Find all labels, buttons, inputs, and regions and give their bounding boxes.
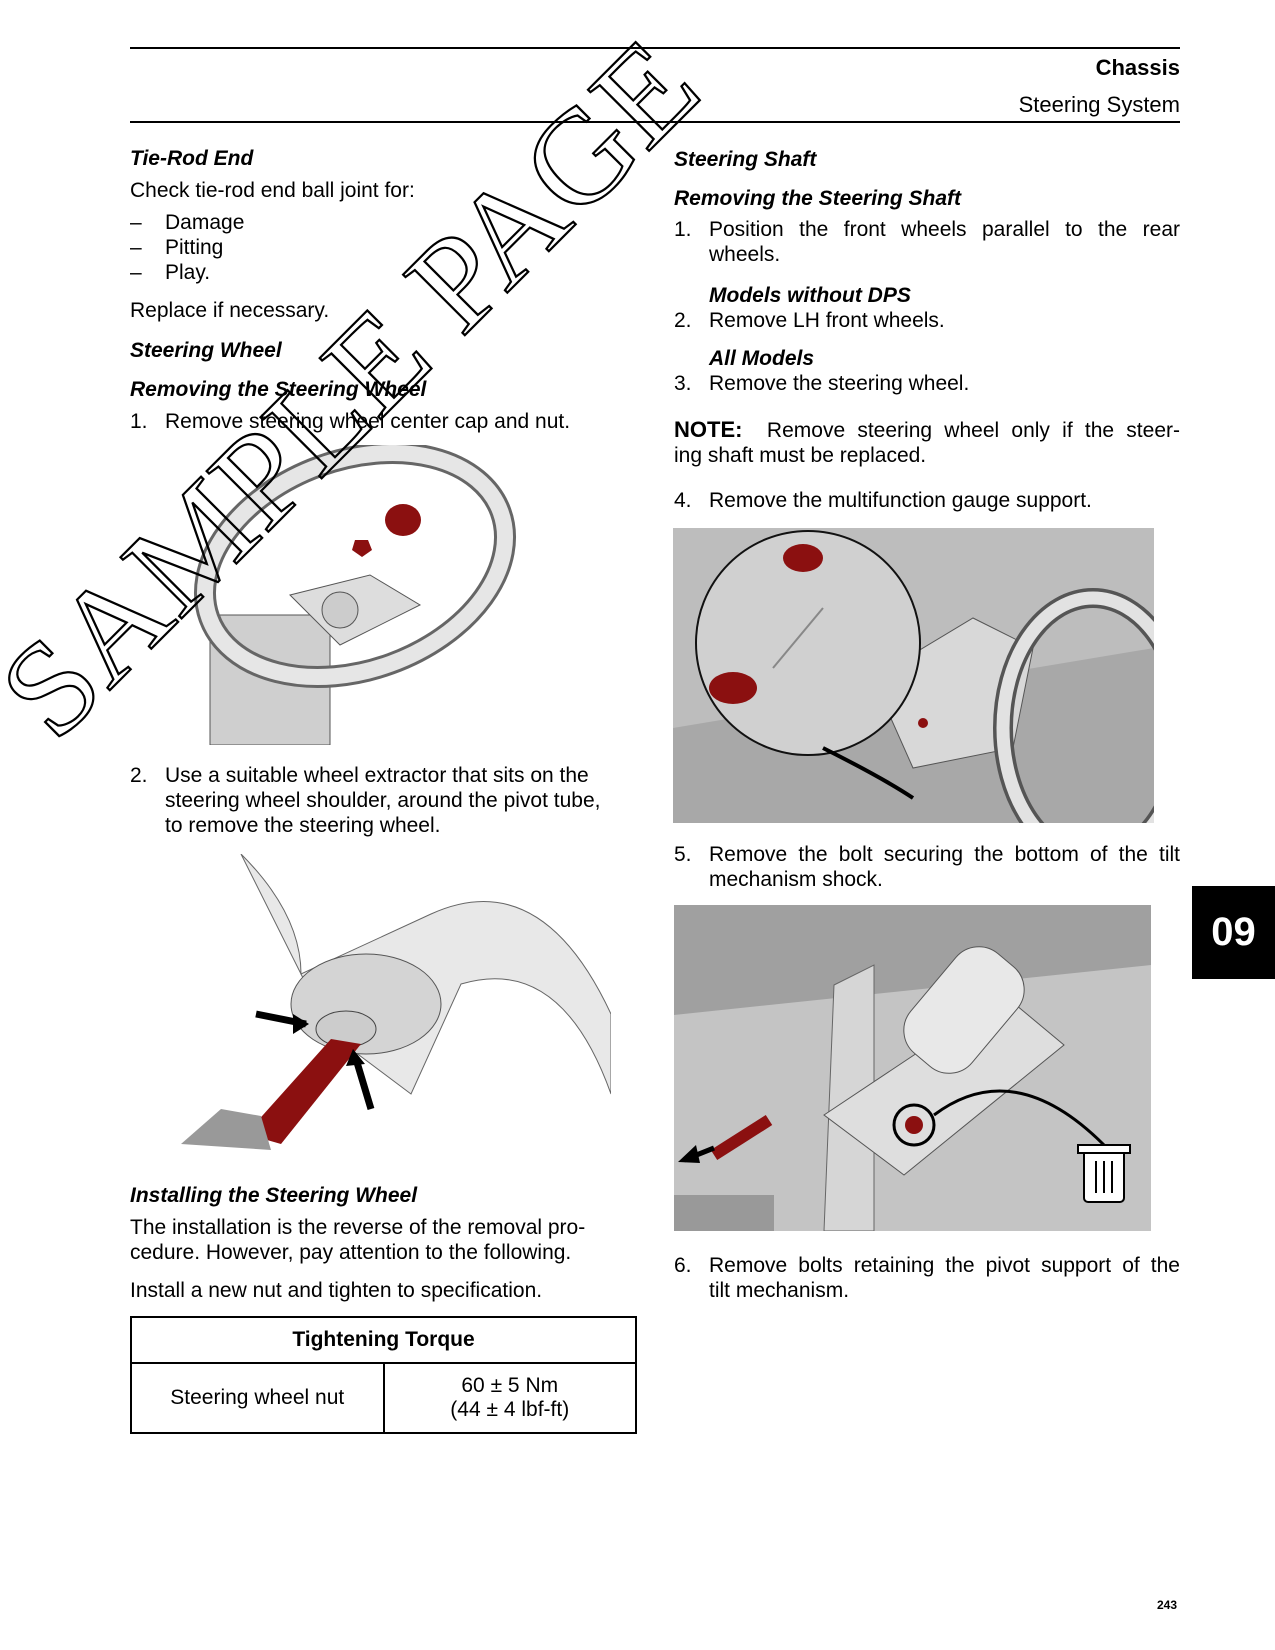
trash-can-icon xyxy=(1077,1144,1131,1203)
step-1: 1.Remove steering wheel center cap and n… xyxy=(130,410,571,433)
installing-heading: Installing the Steering Wheel xyxy=(130,1184,418,1207)
steering-wheel-heading: Steering Wheel xyxy=(130,339,282,362)
step-5: 5. Remove the bolt securing the bottom o… xyxy=(674,843,1180,891)
nut-icon xyxy=(352,540,372,557)
step-6: 6. Remove bolts retaining the pivot supp… xyxy=(674,1254,1180,1302)
list-item: –Pitting xyxy=(130,236,224,259)
gauge-support-illustration xyxy=(673,528,1154,823)
step-2: 2. Use a suitable wheel extractor that s… xyxy=(130,764,601,837)
header-top-rule xyxy=(130,47,1180,49)
list-item: –Damage xyxy=(130,211,245,234)
list-item: –Play. xyxy=(130,261,211,284)
center-cap-icon xyxy=(385,504,421,536)
tilt-shock-illustration xyxy=(674,905,1151,1231)
wheel-extractor-illustration xyxy=(181,854,611,1150)
header-bottom-rule xyxy=(130,121,1180,123)
table-title: Tightening Torque xyxy=(130,1316,637,1364)
detail-magnifier xyxy=(695,530,921,756)
arrow-icon xyxy=(352,1057,375,1111)
page-number: 243 xyxy=(1157,1598,1178,1612)
step-1: 1. Position the front wheels parallel to… xyxy=(674,218,1180,266)
removing-steering-shaft-heading: Removing the Steering Shaft xyxy=(674,187,962,210)
step-4: 4.Remove the multifunction gauge support… xyxy=(674,489,1092,512)
chapter-tab: 09 xyxy=(1192,886,1275,979)
installing-text-line: cedure. However, pay attention to the fo… xyxy=(130,1241,572,1264)
all-models-heading: All Models xyxy=(709,347,815,370)
removing-steering-wheel-heading: Removing the Steering Wheel xyxy=(130,378,427,401)
install-nut-text: Install a new nut and tighten to specifi… xyxy=(130,1279,543,1302)
step-3: 3.Remove the steering wheel. xyxy=(674,372,970,395)
steering-shaft-heading: Steering Shaft xyxy=(674,148,817,171)
chapter-title: Chassis xyxy=(1095,55,1180,80)
steering-wheel-illustration xyxy=(193,445,517,745)
models-without-dps-heading: Models without DPS xyxy=(709,284,911,307)
table-cell-item: Steering wheel nut xyxy=(130,1362,385,1434)
bolt-icon xyxy=(710,1114,773,1161)
section-title: Steering System xyxy=(1018,92,1180,117)
tie-rod-intro: Check tie-rod end ball joint for: xyxy=(130,179,415,202)
replace-text: Replace if necessary. xyxy=(130,299,330,322)
table-cell-value: 60 ± 5 Nm(44 ± 4 lbf-ft) xyxy=(382,1362,637,1434)
installing-text-line: The installation is the reverse of the r… xyxy=(130,1216,586,1239)
note: NOTE: Remove steering wheel only if the … xyxy=(674,417,1180,467)
torque-table: Tightening Torque Steering wheel nut 60 … xyxy=(130,1316,637,1434)
step-2: 2.Remove LH front wheels. xyxy=(674,309,945,332)
tie-rod-heading: Tie-Rod End xyxy=(130,147,254,170)
